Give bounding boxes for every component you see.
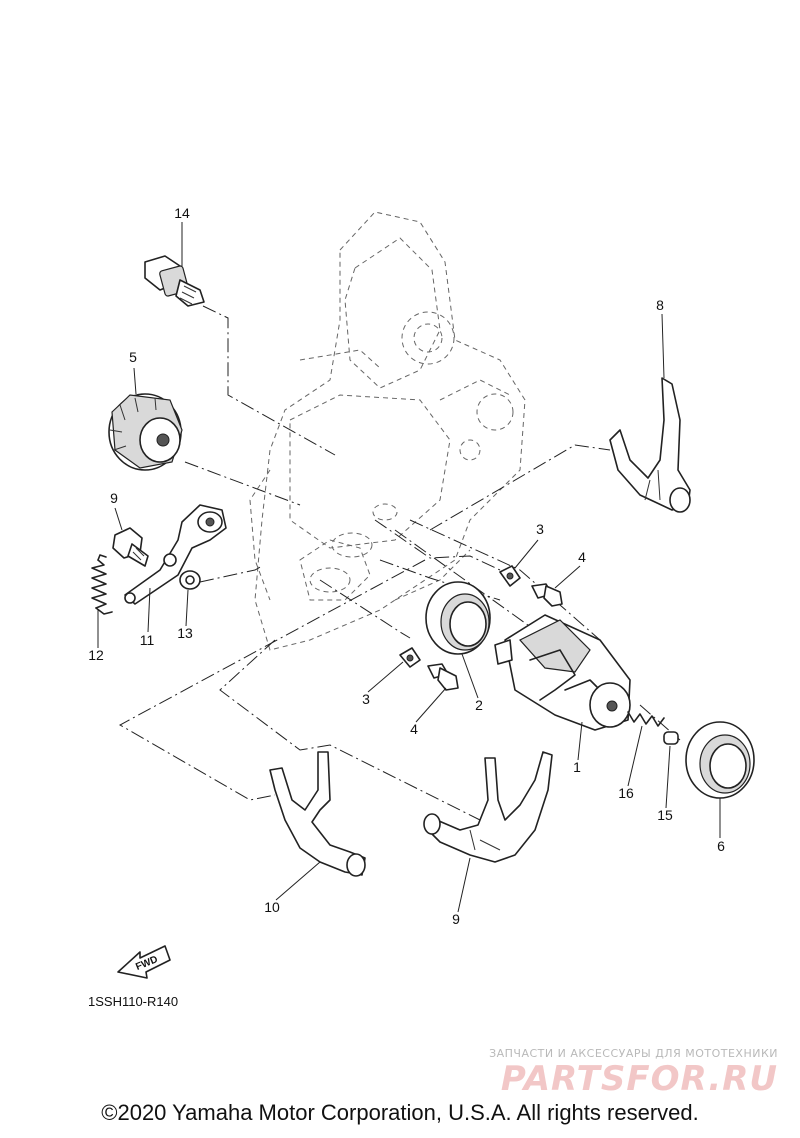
part-6-bearing <box>685 721 755 799</box>
part-10-bolt <box>112 527 149 567</box>
part-1-shift-drum <box>494 614 631 731</box>
callout-7: 11 <box>140 632 155 648</box>
callout-14: 14 <box>174 205 190 221</box>
watermark-brand: PARTSFOR.RU <box>501 1059 778 1099</box>
callout-4-upper: 4 <box>578 549 586 565</box>
part-8-spring <box>91 554 113 615</box>
callout-5: 5 <box>129 349 137 365</box>
alignment-lines <box>118 305 681 821</box>
callout-9: 13 <box>177 625 193 641</box>
callout-8: 12 <box>88 647 104 663</box>
callout-13: 8 <box>656 297 664 313</box>
callout-3-lower: 3 <box>362 691 370 707</box>
part-4-screw-upper <box>531 583 563 607</box>
fwd-arrow-icon: FWD <box>117 945 171 979</box>
part-16-spring <box>627 711 665 727</box>
watermark-tagline: ЗАПЧАСТИ И АКСЕССУАРЫ ДЛЯ МОТОТЕХНИКИ <box>489 1047 778 1060</box>
part-3-plate-upper <box>499 565 521 587</box>
part-13-shift-fork <box>609 377 691 513</box>
watermark: ЗАПЧАСТИ И АКСЕССУАРЫ ДЛЯ МОТОТЕХНИКИ PA… <box>489 1047 778 1099</box>
callout-10: 9 <box>110 490 118 506</box>
callout-3-upper: 3 <box>536 521 544 537</box>
callout-1: 1 <box>573 759 581 775</box>
part-3-plate-lower <box>399 647 421 668</box>
callout-labels: 14 5 9 12 11 13 8 3 4 3 4 2 1 16 15 6 10… <box>88 205 725 927</box>
part-9-washer <box>179 570 201 590</box>
part-4-screw-lower <box>427 663 459 691</box>
callout-12: 10 <box>264 899 280 915</box>
part-14-stud-bolt <box>144 255 205 307</box>
callout-16: 16 <box>618 785 634 801</box>
part-12-shift-fork <box>269 751 366 877</box>
part-2-bearing <box>425 581 491 655</box>
callout-4-lower: 4 <box>410 721 418 737</box>
callout-11: 9 <box>452 911 460 927</box>
callout-15: 15 <box>657 807 673 823</box>
callout-6: 6 <box>717 838 725 854</box>
crankcase-ghost <box>249 211 526 651</box>
part-5-segment <box>108 393 183 471</box>
copyright-notice: ©2020 Yamaha Motor Corporation, U.S.A. A… <box>101 1100 699 1125</box>
diagram-code: 1SSH110-R140 <box>88 994 178 1009</box>
part-11-shift-fork <box>423 751 553 863</box>
callout-2: 2 <box>475 697 483 713</box>
part-7-stopper-lever <box>124 504 227 605</box>
callout-leaders <box>97 222 721 913</box>
part-15-pin <box>663 731 679 745</box>
